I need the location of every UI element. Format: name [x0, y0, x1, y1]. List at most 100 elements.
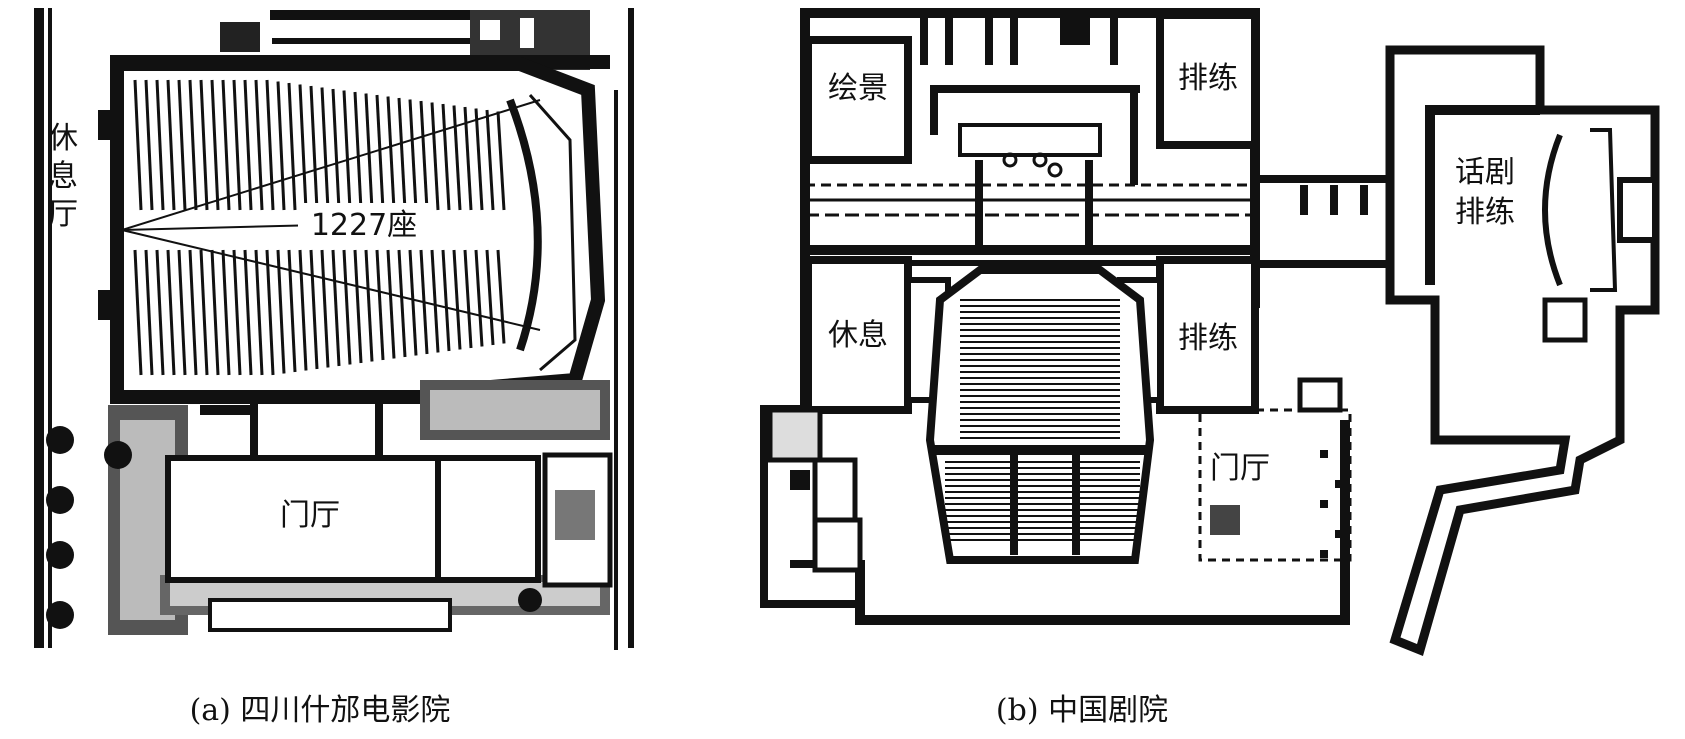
- trees: [46, 426, 74, 629]
- seat-row: [166, 79, 176, 211]
- seat-row: [210, 79, 220, 211]
- ancillary-rooms: [767, 407, 863, 573]
- sight-lines: [121, 99, 541, 331]
- seat-row: [265, 79, 275, 211]
- seat-row: [496, 111, 506, 211]
- seat-row: [276, 81, 286, 211]
- label-rehearsal-mid: 排练: [1178, 321, 1238, 356]
- seat-row: [452, 105, 462, 211]
- seat-row: [298, 249, 308, 371]
- drama-wing: [1385, 45, 1660, 657]
- seat-row: [320, 249, 330, 368]
- seat-row: [287, 82, 297, 211]
- seat-row: [298, 84, 308, 211]
- seat-row: [243, 249, 253, 376]
- theatre-lobby: [1198, 408, 1352, 562]
- seat-row: [430, 102, 440, 211]
- seat-row: [177, 249, 187, 376]
- label-rest: 休息: [828, 318, 888, 353]
- seat-row: [177, 79, 187, 211]
- seat-row: [144, 79, 154, 211]
- seat-row: [452, 249, 462, 350]
- seat-row: [342, 90, 352, 211]
- seat-row: [386, 96, 396, 211]
- street-wall-right: [628, 8, 634, 648]
- theatre-auditorium: [925, 266, 1155, 564]
- street-wall-left: [34, 8, 44, 648]
- label-lobby-a: 门厅: [280, 498, 340, 533]
- seat-row: [441, 103, 451, 211]
- seat-row: [254, 79, 264, 211]
- seat-row: [375, 94, 385, 211]
- seat-row: [309, 85, 319, 211]
- seat-row: [496, 249, 506, 344]
- seat-row: [408, 99, 418, 211]
- seat-row: [243, 79, 253, 211]
- seat-row: [320, 87, 330, 211]
- seat-row: [166, 249, 176, 376]
- seat-row: [463, 106, 473, 211]
- seat-row: [276, 249, 286, 374]
- seat-row: [364, 93, 374, 211]
- seat-row: [221, 249, 231, 376]
- seat-row: [199, 79, 209, 211]
- label-seat-count: 1227座: [311, 208, 417, 243]
- seat-row: [199, 249, 209, 376]
- seat-row: [441, 249, 451, 352]
- label-drama-rehearsal-2: 排练: [1455, 195, 1515, 230]
- seat-row: [221, 79, 231, 211]
- seat-row: [144, 249, 154, 376]
- label-lounge-1: 休: [48, 121, 78, 156]
- seat-row: [474, 249, 484, 347]
- seat-row: [419, 100, 429, 211]
- seat-row: [188, 79, 198, 211]
- seat-row: [342, 249, 352, 365]
- seat-row: [474, 108, 484, 211]
- lobby-room: [165, 400, 613, 632]
- seat-row: [364, 249, 374, 362]
- label-scenery: 绘景: [828, 71, 888, 106]
- seat-row: [408, 249, 418, 356]
- theatre-seating: [945, 299, 1140, 541]
- seat-row: [232, 79, 242, 211]
- stage-area: [800, 123, 1260, 266]
- small-stage-curve: [1542, 133, 1563, 287]
- seat-row: [397, 97, 407, 211]
- seat-row: [133, 249, 143, 376]
- seat-row: [188, 249, 198, 376]
- plan-b-theatre: 绘景 排练 话剧 排练 休息 排练 门厅 (b) 中国剧院: [760, 8, 1660, 728]
- seating-rows: [133, 79, 506, 376]
- connecting-wing: [1260, 175, 1390, 413]
- seat-row: [485, 249, 495, 346]
- seat-row: [265, 249, 275, 376]
- seat-row: [155, 79, 165, 211]
- label-lounge-2: 息: [48, 159, 78, 194]
- seat-row: [210, 249, 220, 376]
- seat-row: [155, 249, 165, 376]
- plan-a-cinema: 休 息 厅 1227座 门厅 (a) 四川什邡电影院: [34, 8, 634, 728]
- seat-row: [353, 249, 363, 364]
- seat-row: [397, 249, 407, 358]
- seat-row: [463, 249, 473, 349]
- seat-row: [254, 249, 264, 376]
- caption-a: (a) 四川什邡电影院: [190, 693, 451, 728]
- label-lobby-b: 门厅: [1210, 451, 1270, 486]
- caption-b: (b) 中国剧院: [996, 693, 1168, 728]
- label-lounge-3: 厅: [48, 197, 78, 232]
- screen-curve: [506, 98, 542, 352]
- top-rooms: [804, 11, 1259, 185]
- seat-row: [331, 88, 341, 211]
- seat-row: [375, 249, 385, 361]
- seat-row: [331, 249, 341, 367]
- seat-row: [133, 79, 143, 211]
- label-rehearsal-top: 排练: [1178, 61, 1238, 96]
- seat-row: [386, 249, 396, 359]
- seat-row: [485, 109, 495, 211]
- label-drama-rehearsal-1: 话剧: [1455, 155, 1515, 190]
- seat-row: [287, 249, 297, 373]
- seat-row: [232, 249, 242, 376]
- seat-row: [430, 249, 440, 353]
- seat-row: [309, 249, 319, 370]
- seat-row: [353, 91, 363, 211]
